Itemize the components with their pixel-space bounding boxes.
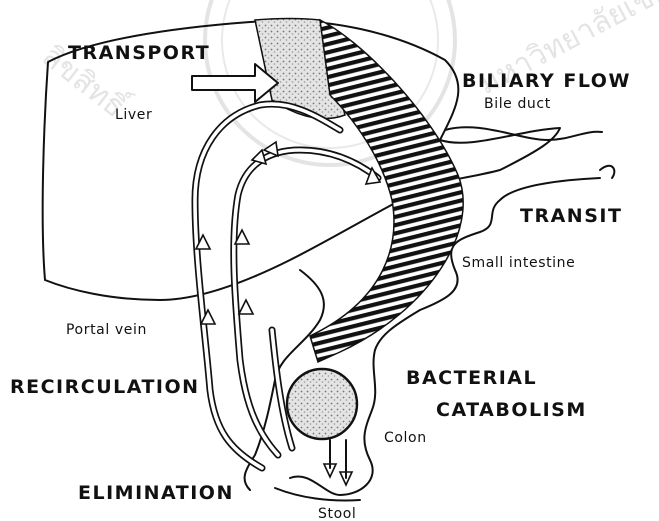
label-portal-vein: Portal vein	[66, 322, 147, 338]
label-recirculation: RECIRCULATION	[10, 376, 200, 398]
label-colon: Colon	[384, 430, 427, 446]
label-stool: Stool	[318, 506, 356, 521]
label-bacterial: BACTERIAL	[406, 367, 537, 389]
arrow-icon	[239, 300, 253, 314]
label-liver: Liver	[115, 107, 152, 123]
label-transit: TRANSIT	[520, 205, 622, 227]
label-small-intestine: Small intestine	[462, 255, 575, 271]
label-bile-duct: Bile duct	[484, 96, 551, 112]
label-elimination: ELIMINATION	[78, 482, 234, 504]
label-transport: TRANSPORT	[68, 42, 210, 64]
colon-bulb	[287, 369, 357, 439]
label-catabolism: CATABOLISM	[436, 399, 587, 421]
biliary-tube-body	[310, 20, 463, 362]
bile-duct-squiggle	[600, 166, 614, 178]
label-biliary-flow: BILIARY FLOW	[462, 70, 631, 92]
